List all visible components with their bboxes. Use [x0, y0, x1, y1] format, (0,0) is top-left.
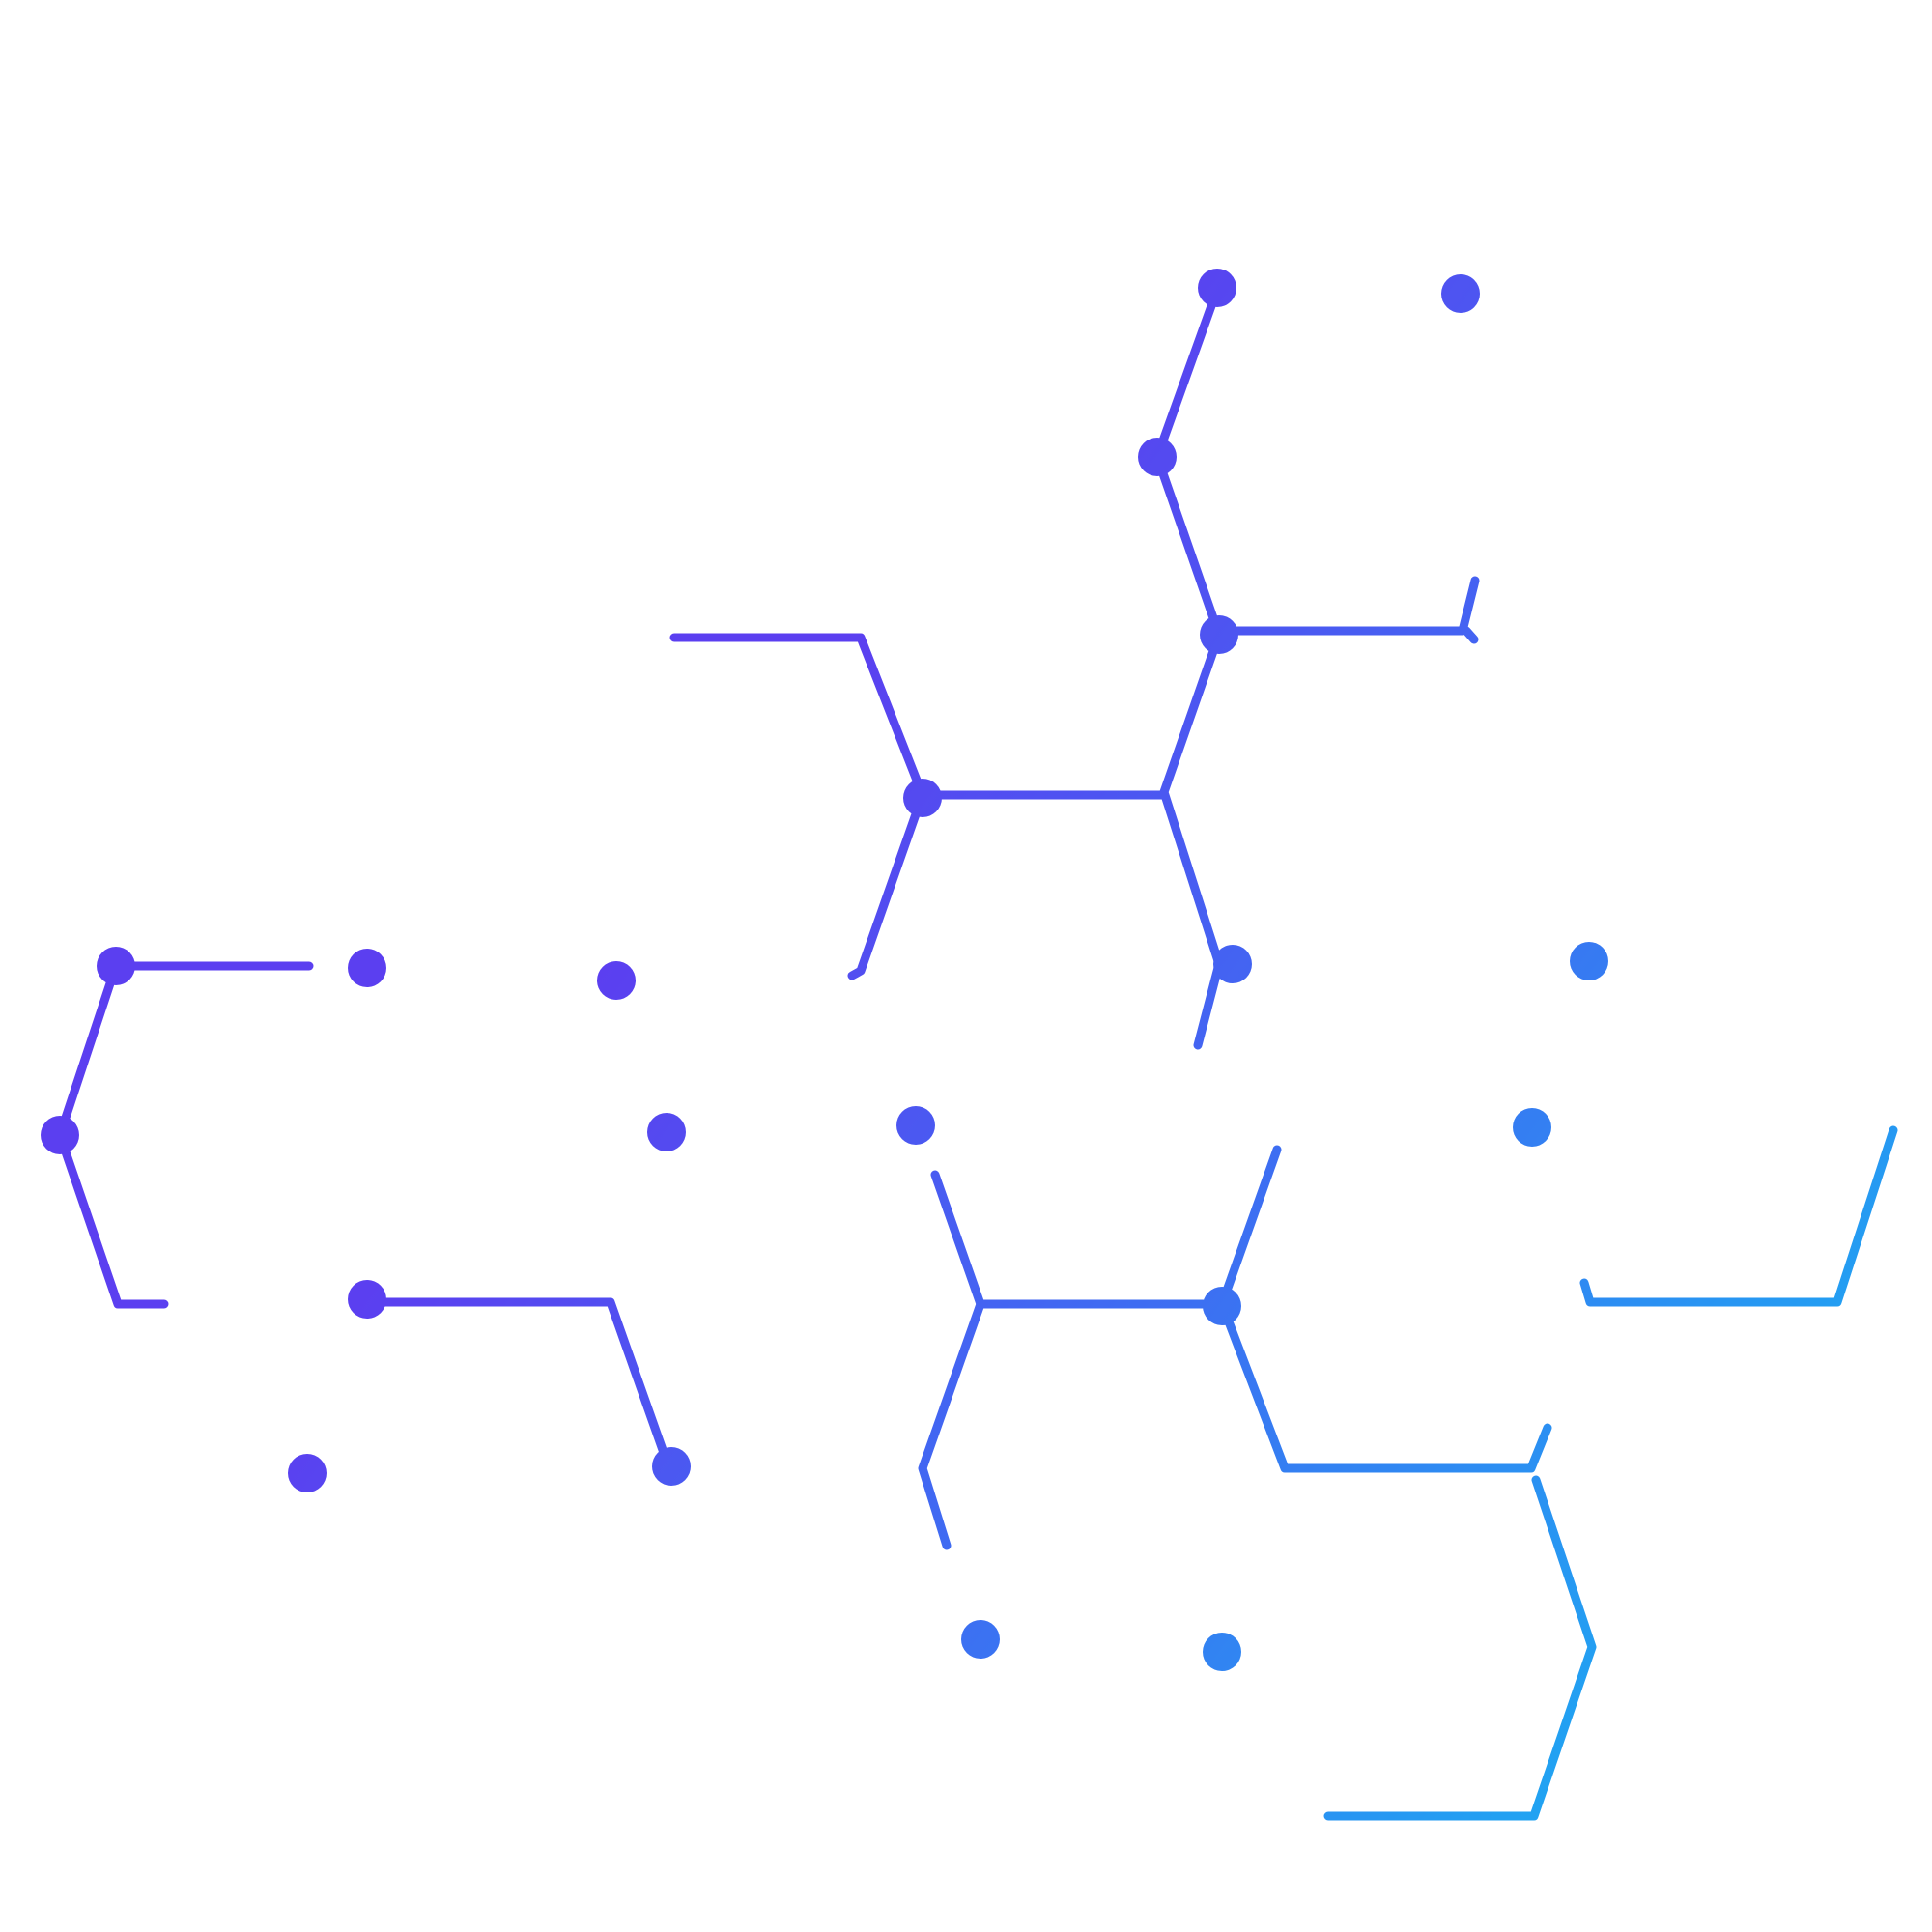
edge-center-upper-left — [930, 1170, 985, 1309]
free-node-5 — [896, 1106, 935, 1145]
node-6 — [97, 947, 135, 985]
free-node-3 — [597, 961, 636, 1000]
free-node-1 — [1441, 274, 1480, 313]
free-node-2 — [348, 949, 386, 987]
edge-center-lower-right — [1217, 1299, 1552, 1473]
edge-center-lower-left — [918, 1299, 985, 1550]
edge-top-left-arm — [669, 633, 927, 980]
node-8 — [348, 1280, 386, 1319]
free-node-10 — [1203, 1633, 1241, 1671]
edge-left-spine — [55, 961, 169, 1309]
edge-center-upper-right — [1217, 1145, 1282, 1309]
network-edges — [55, 285, 1898, 1821]
edge-left-bottom-arm — [362, 1297, 673, 1471]
node-10 — [1203, 1287, 1241, 1325]
node-9 — [652, 1447, 691, 1486]
free-node-7 — [1513, 1108, 1551, 1147]
edge-top-spine — [1152, 285, 1224, 1050]
node-1 — [1198, 269, 1236, 307]
edge-right-arm — [1579, 1125, 1898, 1307]
node-3 — [1200, 615, 1238, 654]
free-node-4 — [647, 1113, 686, 1151]
node-7 — [41, 1116, 79, 1154]
network-nodes — [41, 269, 1608, 1671]
free-node-9 — [961, 1620, 1000, 1659]
free-node-8 — [288, 1454, 327, 1492]
node-2 — [1138, 438, 1177, 476]
edge-right-lower-spine — [1323, 1475, 1597, 1821]
node-5 — [1213, 945, 1252, 983]
edge-top-right-tick — [1462, 626, 1479, 644]
free-node-6 — [1570, 942, 1608, 980]
node-4 — [903, 779, 942, 817]
edge-top-right-arm — [1214, 576, 1480, 636]
